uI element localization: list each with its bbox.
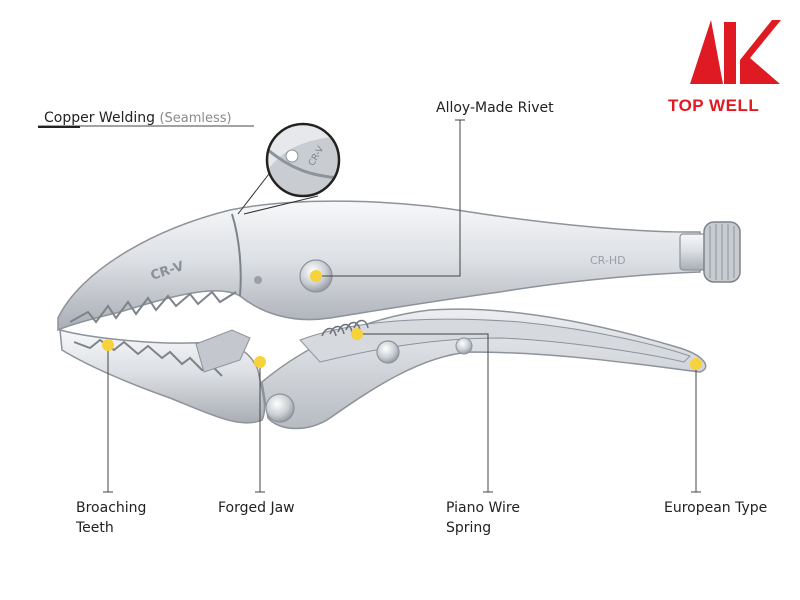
- pivot-rivet: [265, 393, 295, 423]
- lever-rivet: [455, 337, 473, 355]
- marker-handle: [690, 358, 702, 370]
- release-lever: [299, 318, 691, 363]
- copper-welding-text: Copper Welding: [44, 110, 155, 126]
- forged-jaw-tab: [195, 329, 251, 373]
- marker-jaw: [254, 356, 266, 368]
- pliers: CR-V CR-HD: [57, 200, 741, 430]
- lower-teeth: [73, 338, 223, 377]
- callout-markers: [102, 270, 702, 370]
- small-pin: [254, 276, 262, 284]
- leader-lines: [38, 119, 701, 493]
- marker-rivet: [310, 270, 322, 282]
- label-broaching-teeth: Broaching Teeth: [76, 498, 146, 538]
- label-forged-jaw: Forged Jaw: [218, 500, 295, 516]
- spring-line-2: Spring: [446, 520, 492, 536]
- label-alloy-rivet: Alloy-Made Rivet: [436, 100, 554, 116]
- label-european-type: European Type: [664, 500, 768, 516]
- label-copper-welding: Copper Welding (Seamless): [44, 108, 232, 129]
- teeth-line-2: Teeth: [76, 520, 114, 536]
- copper-welding-note: (Seamless): [159, 111, 232, 126]
- handle-marking: CR-HD: [590, 254, 626, 267]
- spring-line-1: Piano Wire: [446, 500, 520, 516]
- marker-teeth: [102, 339, 114, 351]
- brand-name: TOP WELL: [668, 96, 760, 115]
- knurl-pattern: [709, 224, 735, 280]
- label-piano-wire-spring: Piano Wire Spring: [446, 498, 520, 538]
- spring-coils: [321, 319, 369, 337]
- marker-spring: [351, 328, 363, 340]
- link-rivet: [376, 340, 400, 364]
- weld-seam: [231, 213, 242, 297]
- adjusting-screw-shank: [679, 233, 707, 271]
- teeth-line-1: Broaching: [76, 500, 147, 516]
- weld-inset: CR-V: [237, 122, 341, 215]
- upper-teeth: [69, 290, 237, 324]
- upper-body: [57, 200, 701, 332]
- red-k-logo-icon: [690, 20, 781, 84]
